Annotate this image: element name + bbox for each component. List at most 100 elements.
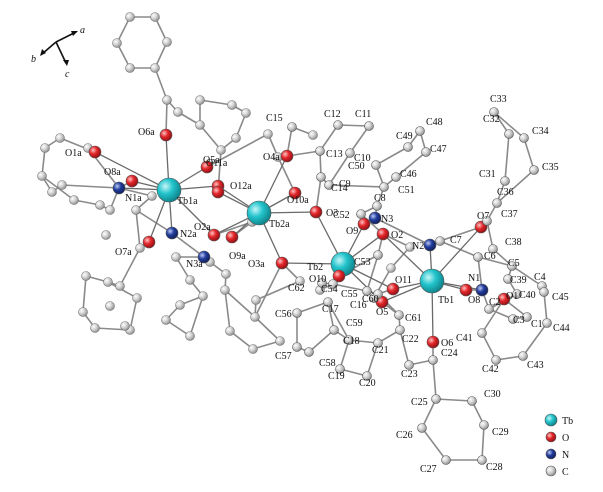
carbon-atom — [161, 315, 171, 325]
legend-swatch-N — [545, 448, 557, 460]
atom-label-O12a: O12a — [230, 181, 252, 192]
bond-O3a-u39 — [254, 262, 283, 318]
atom-label-C43: C43 — [527, 360, 544, 371]
atom-C17 — [323, 297, 333, 307]
label-layer: Tb1Tb2Tb1aTb2aN1N2N3N1aN2aN3aO1O2O3O5O6O… — [65, 94, 570, 475]
atom-label-C18: C18 — [343, 336, 360, 347]
coordination-bond-Tb1a-O1a — [94, 151, 170, 191]
atom-label-C52: C52 — [333, 210, 350, 221]
carbon-atom — [162, 95, 172, 105]
carbon-atom — [221, 269, 231, 279]
axis-b-label: b — [31, 54, 36, 65]
atom-C14 — [316, 172, 326, 182]
atom-label-C12: C12 — [324, 109, 341, 120]
carbon-atom — [135, 243, 145, 253]
atom-O8a — [125, 174, 139, 188]
carbon-atom — [112, 38, 122, 48]
carbon-atom — [173, 107, 183, 117]
atom-label-C46: C46 — [400, 169, 417, 180]
bond-C12-C13 — [319, 124, 339, 152]
atom-label-C16: C16 — [350, 300, 367, 311]
atom-C48 — [415, 126, 425, 136]
atom-N1 — [475, 283, 489, 297]
bond-C30-C25 — [435, 398, 473, 402]
atom-label-C4: C4 — [534, 272, 546, 283]
bond-C18-C19 — [339, 339, 350, 370]
atom-label-C61: C61 — [405, 313, 422, 324]
atom-C10 — [345, 148, 355, 158]
atom-C53 — [373, 250, 383, 260]
atom-label-Tb2: Tb2 — [307, 262, 323, 273]
atom-label-C50: C50 — [348, 161, 365, 172]
atom-C54 — [328, 279, 338, 289]
atom-label-C20: C20 — [359, 378, 376, 389]
atom-N2a — [165, 226, 179, 240]
atom-C58 — [304, 347, 314, 357]
bond-O1-C41 — [481, 298, 505, 334]
legend-label-C: C — [562, 467, 569, 478]
axis-c-arrow-icon — [63, 60, 69, 66]
atom-label-C55: C55 — [341, 289, 358, 300]
atom-label-O11: O11 — [395, 275, 412, 286]
atom-C45 — [539, 287, 549, 297]
carbon-atom — [81, 271, 91, 281]
carbon-atom — [162, 37, 172, 47]
carbon-atom — [225, 326, 235, 336]
carbon-atom — [295, 276, 305, 286]
axis-a-arrow-icon — [71, 31, 78, 36]
atom-label-C27: C27 — [420, 464, 437, 475]
carbon-atom — [131, 205, 141, 215]
carbon-atom — [101, 230, 111, 240]
atom-C28 — [477, 455, 487, 465]
atom-label-O1: O1 — [506, 291, 518, 302]
atom-N3a — [197, 250, 211, 264]
atom-C36 — [492, 198, 502, 208]
bond-C26-C27 — [421, 427, 447, 461]
carbon-atom — [241, 108, 251, 118]
atom-label-O2a: O2a — [194, 222, 211, 233]
carbon-atom — [105, 205, 115, 215]
atom-C20 — [362, 371, 372, 381]
atom-C18 — [344, 335, 354, 345]
carbon-atom — [78, 307, 88, 317]
bond-C47-C46 — [395, 151, 427, 178]
bond-C7-O7 — [439, 226, 482, 242]
carbon-atom — [185, 275, 195, 285]
carbon-atom — [103, 277, 113, 287]
carbon-atom — [40, 143, 50, 153]
carbon-atom — [216, 145, 226, 155]
atom-label-C30: C30 — [484, 389, 501, 400]
bond-C18-C17 — [327, 301, 350, 341]
atom-label-C34: C34 — [532, 126, 549, 137]
atom-N1a — [112, 181, 126, 195]
atom-O1 — [497, 292, 511, 306]
carbon-atom — [250, 312, 260, 322]
carbon-atom — [171, 252, 181, 262]
atom-C24 — [428, 355, 438, 365]
atom-O10 — [332, 269, 346, 283]
atom-C47 — [421, 147, 431, 157]
atom-label-C23: C23 — [401, 369, 418, 380]
atom-C30 — [467, 396, 477, 406]
carbon-atom — [386, 263, 396, 273]
atom-C35 — [529, 165, 539, 175]
carbon-atom — [37, 171, 47, 181]
atom-label-C48: C48 — [426, 117, 443, 128]
atom-label-N3: N3 — [381, 214, 393, 225]
carbon-atom — [227, 100, 237, 110]
atom-C37 — [482, 216, 492, 226]
atom-label-C22: C22 — [402, 334, 419, 345]
atom-C34 — [519, 133, 529, 143]
atom-Tb1a — [156, 177, 182, 203]
atom-label-C7: C7 — [450, 235, 462, 246]
legend-label-N: N — [562, 450, 569, 461]
atom-Tb2a — [246, 200, 272, 226]
atom-label-O11a: O11a — [206, 158, 228, 169]
atom-label-N2: N2 — [412, 241, 424, 252]
atom-C11 — [364, 121, 374, 131]
atom-C41 — [477, 328, 487, 338]
bond-C55-C54 — [332, 283, 368, 292]
carbon-atom — [125, 63, 135, 73]
